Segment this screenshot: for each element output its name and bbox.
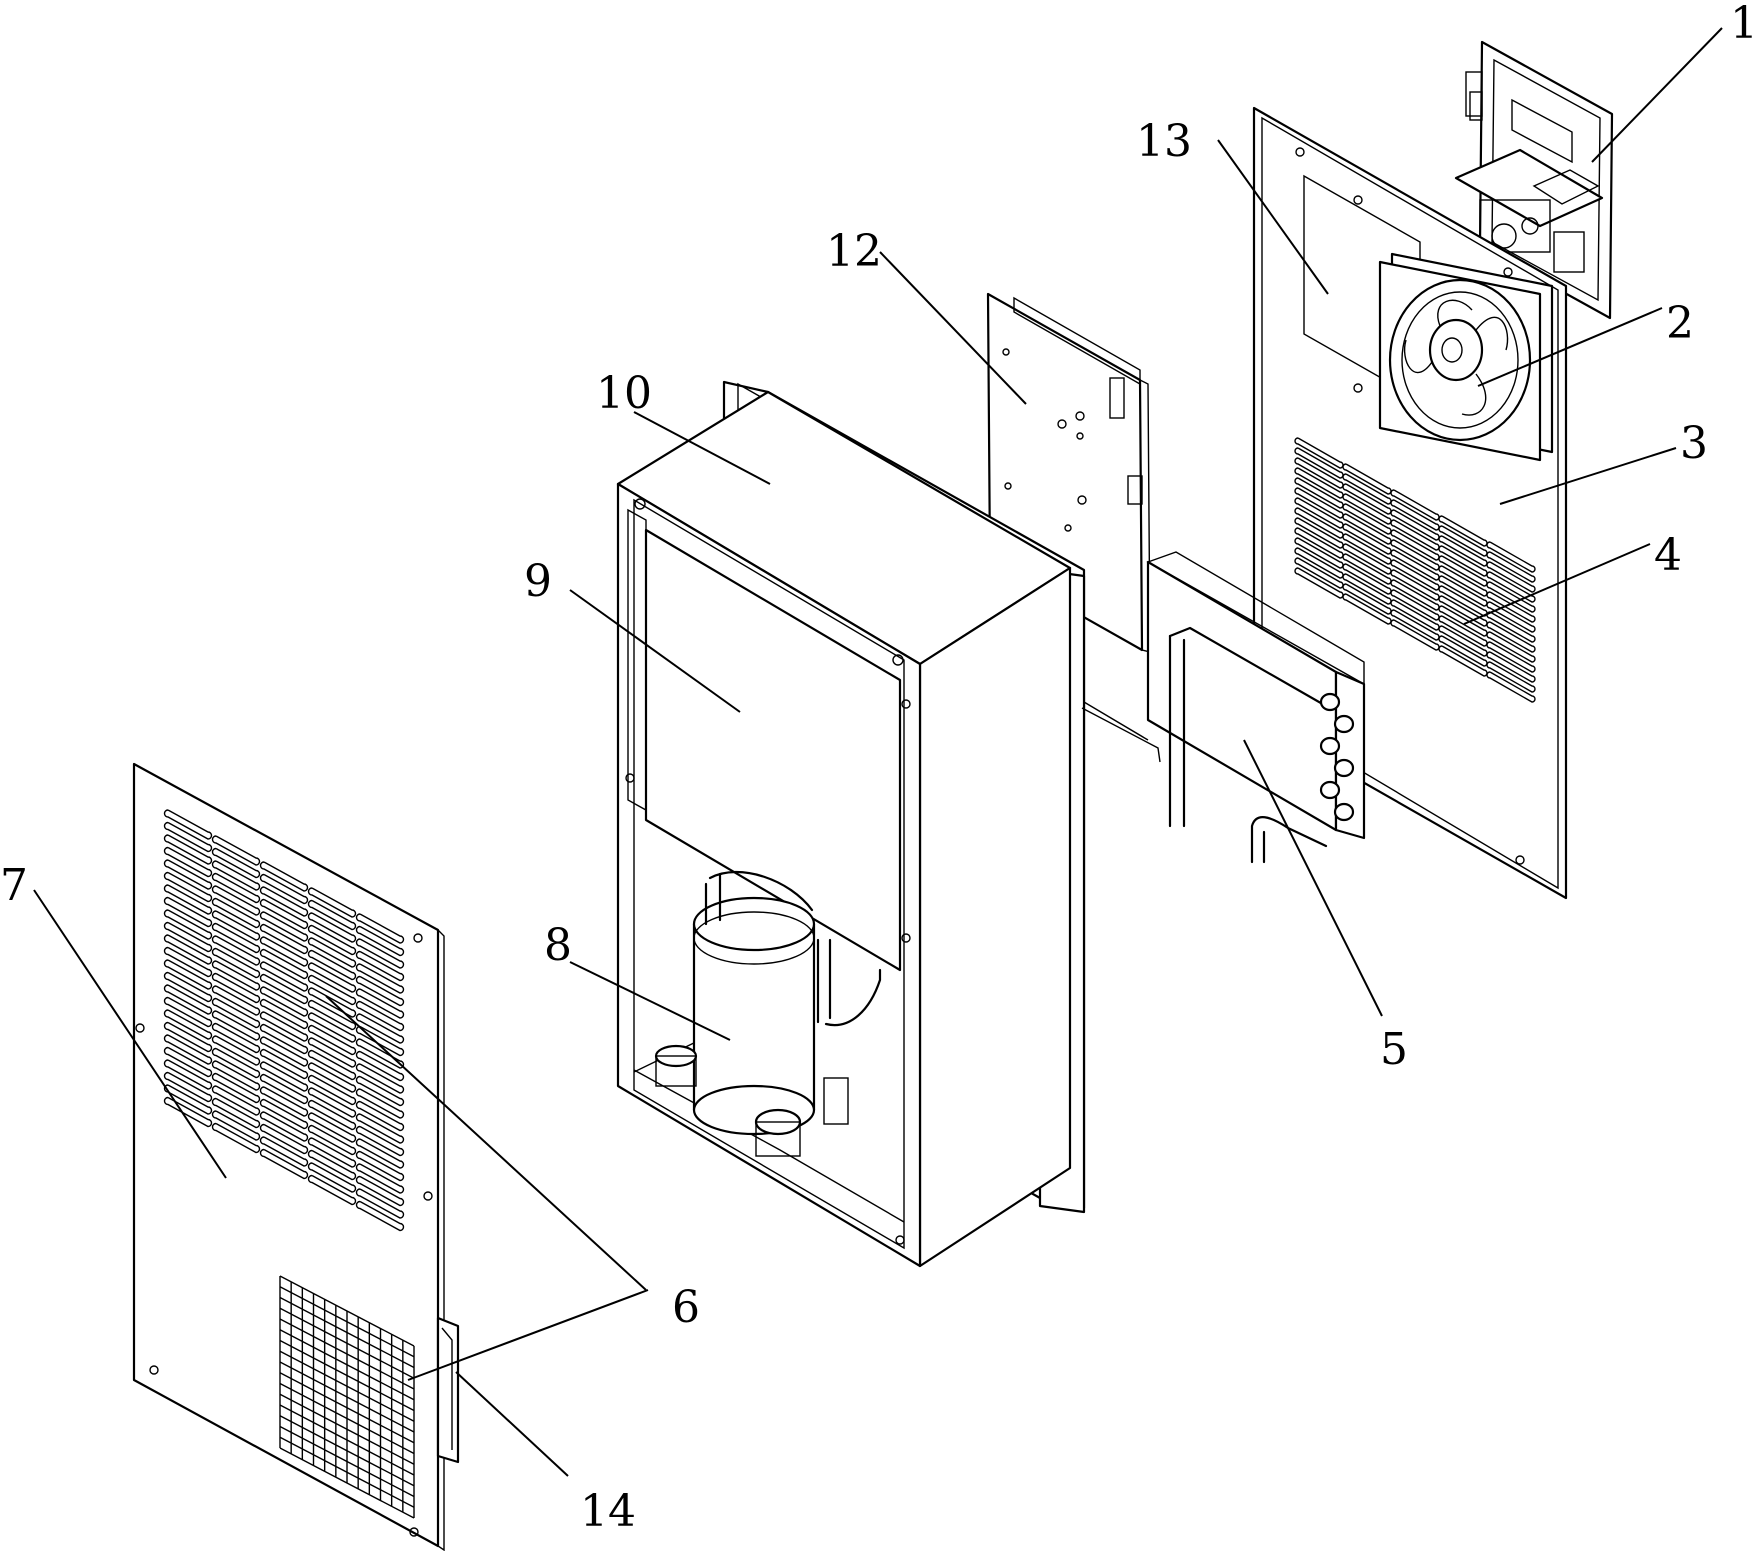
part-4-vent-slots	[1294, 437, 1536, 703]
callout-7: 7	[0, 860, 28, 911]
part-5-condenser	[1081, 551, 1366, 864]
part-2-fan	[1378, 252, 1554, 462]
assembly-line	[1083, 701, 1149, 741]
callout-13: 13	[1136, 116, 1192, 167]
callout-3: 3	[1680, 418, 1708, 469]
callout-4: 4	[1654, 530, 1682, 581]
callout-10: 10	[596, 368, 652, 419]
callout-5: 5	[1380, 1024, 1408, 1075]
callout-6: 6	[672, 1282, 700, 1333]
part-8-compressor	[654, 870, 882, 1157]
part-1-controller-board	[1454, 40, 1614, 320]
callout-12: 12	[826, 226, 882, 277]
part-14-fan	[436, 1316, 460, 1464]
callout-8: 8	[544, 920, 572, 971]
part-7-front-panel	[132, 762, 460, 1551]
leader-lines	[33, 27, 1723, 1477]
callout-14: 14	[580, 1486, 636, 1537]
part-6-grid-vent	[279, 1275, 415, 1519]
callout-2: 2	[1666, 298, 1694, 349]
part-6-vent-slots	[163, 809, 405, 1232]
callout-1: 1	[1730, 0, 1756, 49]
callout-9: 9	[524, 556, 552, 607]
